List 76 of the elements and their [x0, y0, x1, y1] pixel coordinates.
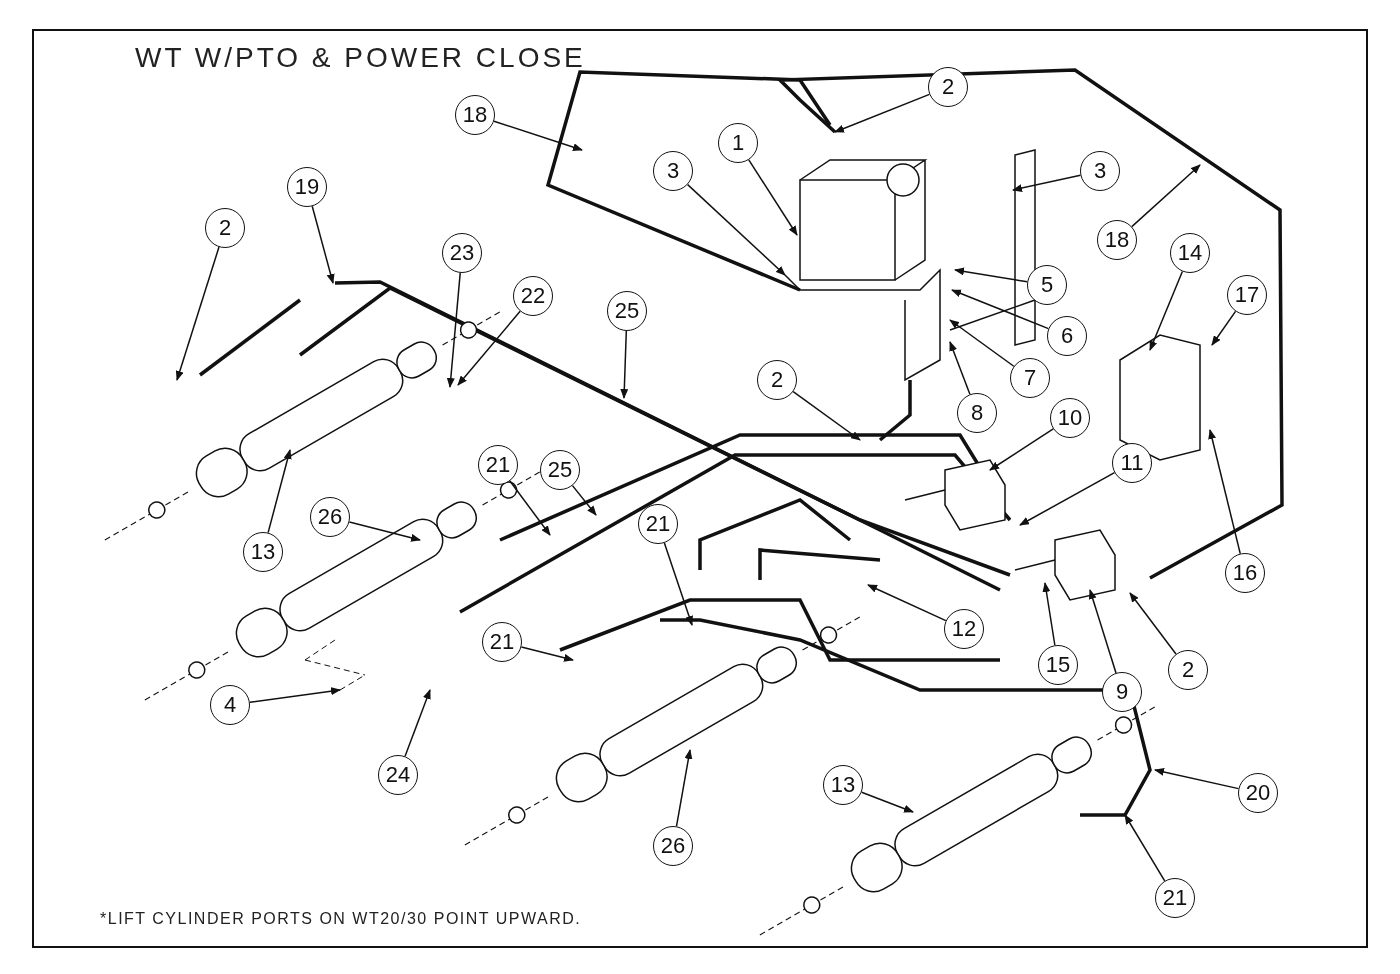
- leader-line: [175, 246, 220, 381]
- callout-number: 15: [1038, 645, 1078, 685]
- callout-number: 21: [638, 504, 678, 544]
- leader-line: [954, 267, 1028, 283]
- leader-line: [748, 159, 798, 236]
- leader-line: [446, 272, 461, 388]
- callout-number: 1: [718, 123, 758, 163]
- leader-line: [1154, 768, 1240, 790]
- leader-line: [311, 205, 335, 284]
- leader-line: [867, 584, 947, 622]
- leader-line: [949, 319, 1015, 367]
- leader-line: [348, 521, 421, 542]
- leader-line: [249, 687, 341, 704]
- callout-number: 21: [1155, 878, 1195, 918]
- leader-line: [571, 484, 597, 516]
- footnote: *LIFT CYLINDER PORTS ON WT20/30 POINT UPWARD.: [100, 910, 582, 928]
- leader-line: [686, 183, 786, 276]
- callout-number: 26: [653, 826, 693, 866]
- callout-number: 21: [482, 622, 522, 662]
- leader-line: [834, 93, 931, 133]
- callout-number: 10: [1050, 398, 1090, 438]
- callout-number: 3: [1080, 151, 1120, 191]
- callout-number: 18: [1097, 220, 1137, 260]
- callout-number: 17: [1227, 275, 1267, 315]
- leader-line: [1149, 270, 1184, 351]
- leader-line: [1131, 164, 1201, 228]
- callout-number: 2: [757, 360, 797, 400]
- callout-number: 5: [1027, 265, 1067, 305]
- callout-number: 8: [957, 393, 997, 433]
- leader-line: [1124, 814, 1166, 882]
- callout-number: 16: [1225, 553, 1265, 593]
- leader-line: [1042, 582, 1056, 646]
- callout-number: 23: [442, 233, 482, 273]
- leader-line: [509, 480, 551, 536]
- callout-number: 25: [607, 291, 647, 331]
- leader-line: [860, 791, 914, 813]
- leader-line: [493, 120, 583, 151]
- callout-number: 26: [310, 497, 350, 537]
- callout-number: 13: [823, 765, 863, 805]
- drawing-title: WT W/PTO & POWER CLOSE: [135, 42, 586, 74]
- leader-line: [520, 646, 574, 662]
- leader-line: [663, 542, 693, 626]
- callout-number: 7: [1010, 358, 1050, 398]
- leader-line: [267, 449, 292, 534]
- callout-number: 20: [1238, 773, 1278, 813]
- callout-number: 14: [1170, 233, 1210, 273]
- callout-number: 4: [210, 685, 250, 725]
- callout-number: 2: [928, 67, 968, 107]
- leader-line: [404, 689, 431, 758]
- leader-line: [620, 330, 629, 399]
- callout-number: 21: [478, 445, 518, 485]
- callout-number: 24: [378, 755, 418, 795]
- callout-number: 19: [287, 167, 327, 207]
- callout-number: 3: [653, 151, 693, 191]
- leader-line: [457, 310, 521, 386]
- leader-line: [989, 428, 1054, 471]
- callout-number: 22: [513, 276, 553, 316]
- leader-line: [675, 749, 693, 828]
- callout-number: 6: [1047, 316, 1087, 356]
- leader-line: [1208, 429, 1241, 555]
- callout-number: 11: [1112, 443, 1152, 483]
- callout-number: 2: [205, 208, 245, 248]
- leader-line: [1211, 310, 1237, 346]
- callout-number: 25: [540, 450, 580, 490]
- callout-number: 18: [455, 95, 495, 135]
- leader-line: [792, 390, 861, 441]
- callout-number: 2: [1168, 650, 1208, 690]
- callout-number: 9: [1102, 672, 1142, 712]
- leader-line: [949, 341, 971, 396]
- leader-line: [951, 289, 1050, 330]
- leader-line: [1129, 592, 1177, 655]
- leader-line: [1012, 174, 1082, 192]
- leader-line: [1019, 471, 1116, 526]
- leader-line: [1088, 589, 1117, 674]
- callout-number: 13: [243, 532, 283, 572]
- callout-number: 12: [944, 609, 984, 649]
